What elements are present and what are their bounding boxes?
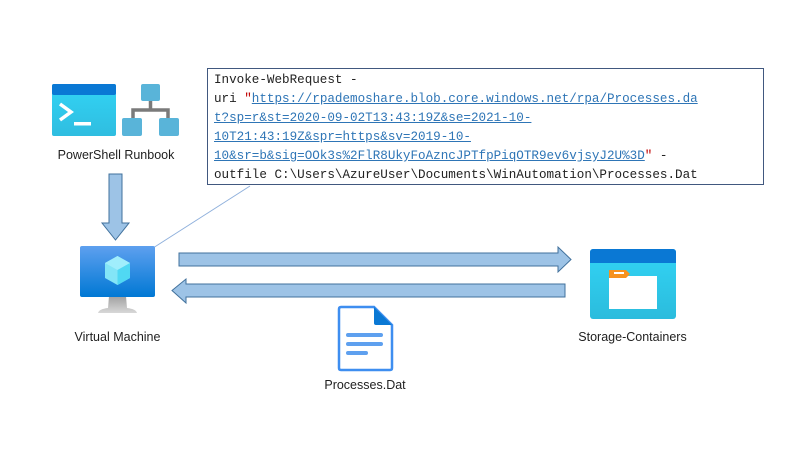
command-line-1: Invoke-WebRequest - <box>214 71 763 90</box>
command-textbox: Invoke-WebRequest - uri "https://rpademo… <box>207 68 764 185</box>
virtual-machine-icon <box>80 246 155 313</box>
dash: - <box>652 149 668 163</box>
command-text: Invoke-WebRequest - <box>214 73 358 87</box>
storage-label: Storage-Containers <box>578 330 687 344</box>
runbook-label: PowerShell Runbook <box>57 148 175 162</box>
uri-param: uri <box>214 92 245 106</box>
sas-url-link[interactable]: 10&sr=b&sig=OOk3s%2FlR8UkyFoAzncJPTfpPiq… <box>214 149 645 163</box>
command-line-5: 10&sr=b&sig=OOk3s%2FlR8UkyFoAzncJPTfpPiq… <box>214 147 763 166</box>
quote-close: " <box>644 149 653 163</box>
command-line-6: outfile C:\Users\AzureUser\Documents\Win… <box>214 166 763 185</box>
quote-open: " <box>244 92 252 106</box>
runbook-hierarchy-icon <box>122 84 179 136</box>
sas-url-link[interactable]: https://rpademoshare.blob.core.windows.n… <box>251 92 698 106</box>
command-line-2: uri "https://rpademoshare.blob.core.wind… <box>214 90 763 109</box>
command-line-4: 10T21:43:19Z&spr=https&sv=2019-10- <box>214 128 763 147</box>
document-icon <box>337 305 394 372</box>
vm-label: Virtual Machine <box>74 330 161 344</box>
storage-container-icon <box>590 249 676 319</box>
powershell-icon <box>52 84 116 136</box>
file-label: Processes.Dat <box>324 378 406 392</box>
sas-url-link[interactable]: 10T21:43:19Z&spr=https&sv=2019-10- <box>214 130 471 144</box>
command-line-3: t?sp=r&st=2020-09-02T13:43:19Z&se=2021-1… <box>214 109 763 128</box>
sas-url-link[interactable]: t?sp=r&st=2020-09-02T13:43:19Z&se=2021-1… <box>214 111 532 125</box>
outfile-param: outfile C:\Users\AzureUser\Documents\Win… <box>214 168 698 182</box>
